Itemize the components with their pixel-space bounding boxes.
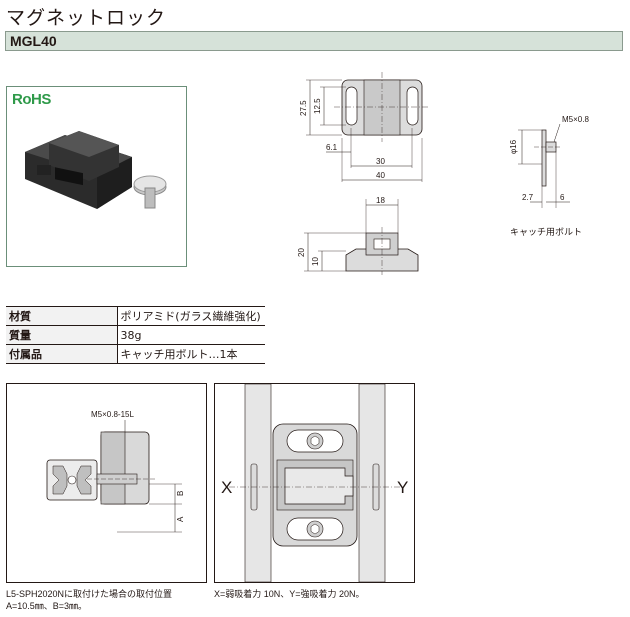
- dim-outer-w: 40: [376, 171, 385, 180]
- spec-value: キャッチ用ボルト…1本: [117, 344, 265, 364]
- dim-head-t: 2.7: [522, 193, 534, 202]
- mount-drawing-box: M5×0.8-15L B A: [6, 383, 207, 583]
- dim-offset: 6.1: [326, 143, 338, 152]
- force-label-y: Y: [397, 478, 408, 497]
- dim-h-inner: 12.5: [313, 98, 322, 114]
- mount-drawing: M5×0.8-15L B A: [46, 410, 185, 533]
- dim-inner-w: 30: [376, 157, 385, 166]
- model-bar: MGL40: [5, 31, 623, 51]
- bolt-caption: キャッチ用ボルト: [510, 227, 583, 237]
- side-view-drawing: 18 20 10: [297, 196, 419, 275]
- dim-top-w: 18: [376, 196, 385, 205]
- spec-label: 質量: [6, 325, 118, 345]
- force-caption: X=弱吸着力 10N、Y=強吸着力 20N。: [214, 589, 365, 599]
- dim-h-total: 20: [297, 248, 306, 257]
- top-view-drawing: 27.5 12.5 6.1 30 40: [299, 72, 430, 182]
- model-number: MGL40: [10, 33, 57, 49]
- spec-label: 付属品: [6, 344, 118, 364]
- spec-value: ポリアミド(ガラス繊維強化): [117, 306, 265, 326]
- force-drawing: X Y: [221, 384, 408, 582]
- spec-row-material: 材質 ポリアミド(ガラス繊維強化): [6, 306, 265, 326]
- dim-dia: φ16: [509, 139, 518, 154]
- dim-thread: M5×0.8: [562, 115, 589, 124]
- mount-caption-line2: A=10.5㎜、B=3㎜。: [6, 601, 88, 611]
- spec-row-accessory: 付属品 キャッチ用ボルト…1本: [6, 344, 265, 364]
- spec-value: 38g: [117, 325, 265, 345]
- spec-label: 材質: [6, 306, 118, 326]
- bolt-drawing: M5×0.8 φ16 2.7 6: [509, 115, 589, 208]
- dim-len: 6: [560, 193, 565, 202]
- spec-table: 材質 ポリアミド(ガラス繊維強化) 質量 38g 付属品 キャッチ用ボルト…1本: [6, 306, 265, 364]
- force-label-x: X: [221, 478, 232, 497]
- spec-row-mass: 質量 38g: [6, 325, 265, 345]
- mount-dim-b: B: [176, 491, 185, 496]
- rohs-badge: RoHS: [12, 91, 51, 108]
- dim-h-base: 10: [311, 257, 320, 266]
- page-title: マグネットロック: [6, 7, 167, 29]
- mount-dim-a: A: [176, 516, 185, 522]
- dim-h-outer: 27.5: [299, 100, 308, 116]
- mount-bolt-label: M5×0.8-15L: [91, 410, 134, 419]
- force-drawing-box: X Y: [214, 383, 415, 583]
- mount-caption-line1: L5-SPH2020Nに取付けた場合の取付位置: [6, 589, 173, 599]
- product-photo-box: RoHS: [6, 86, 187, 267]
- product-photo: [25, 131, 167, 209]
